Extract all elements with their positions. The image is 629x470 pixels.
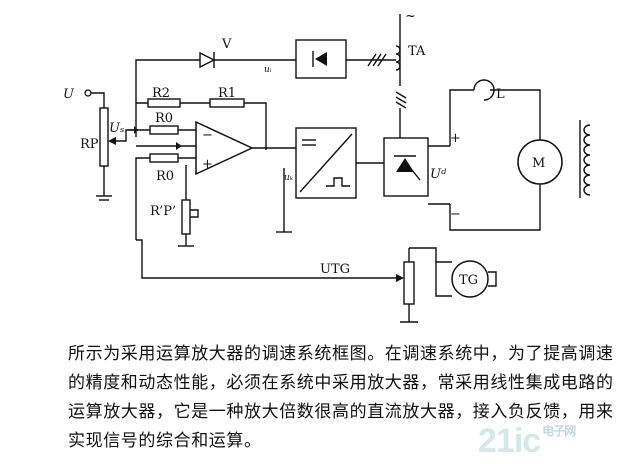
label-v: V [221,37,232,52]
feedback-path-top [135,51,296,103]
label-amp-minus: − [202,128,213,143]
label-r2: R2 [152,86,170,101]
resistor-r0-top [128,125,196,135]
resistor-r0-bottom [135,142,196,240]
label-amp-plus: + [202,157,213,172]
label-ud: Uᵈ [430,167,447,182]
trigger-converter-block [276,127,384,233]
label-rprime: R’P’ [150,204,176,219]
label-r0-top: R0 [155,111,173,126]
bridge-rectifier [295,39,396,79]
inductor-l [473,79,541,140]
tachogenerator-tg [136,239,497,323]
label-l: L [496,87,505,102]
label-tg: TG [459,273,478,288]
caption-paragraph: 所示为采用运算放大器的调速系统框图。在调速系统中，为了提高调速的精度和动态性能，… [68,344,614,451]
current-transformer-ta [367,14,407,109]
resistor-r1 [209,98,267,150]
label-r1: R1 [218,86,236,101]
op-amp [195,120,296,176]
label-out-minus: − [450,207,461,222]
thyristor-rectifier [383,89,474,205]
watermark-main: 21ic [478,422,541,460]
label-r0-bottom: R0 [156,169,174,184]
label-u: U [63,87,75,102]
label-ta: TA [408,44,426,59]
watermark-sub: 电子网 [542,424,576,438]
motor-m [449,120,591,231]
label-us: Uₛ [109,121,124,136]
speed-control-circuit-diagram: U Uₛ RP R2 R1 R0 R0 R’P’ V uᵢ TA ~ uₖ Uᵈ… [63,9,591,323]
label-ui: uᵢ [264,65,272,75]
label-utg: UTG [320,262,350,277]
label-rp: RP [80,137,99,152]
label-out-plus: + [450,131,461,146]
potentiometer-rprime [178,165,199,247]
label-ac-source: ~ [405,9,416,24]
label-m: M [532,156,545,171]
label-uk: uₖ [284,173,294,183]
input-terminal-u [84,89,105,108]
